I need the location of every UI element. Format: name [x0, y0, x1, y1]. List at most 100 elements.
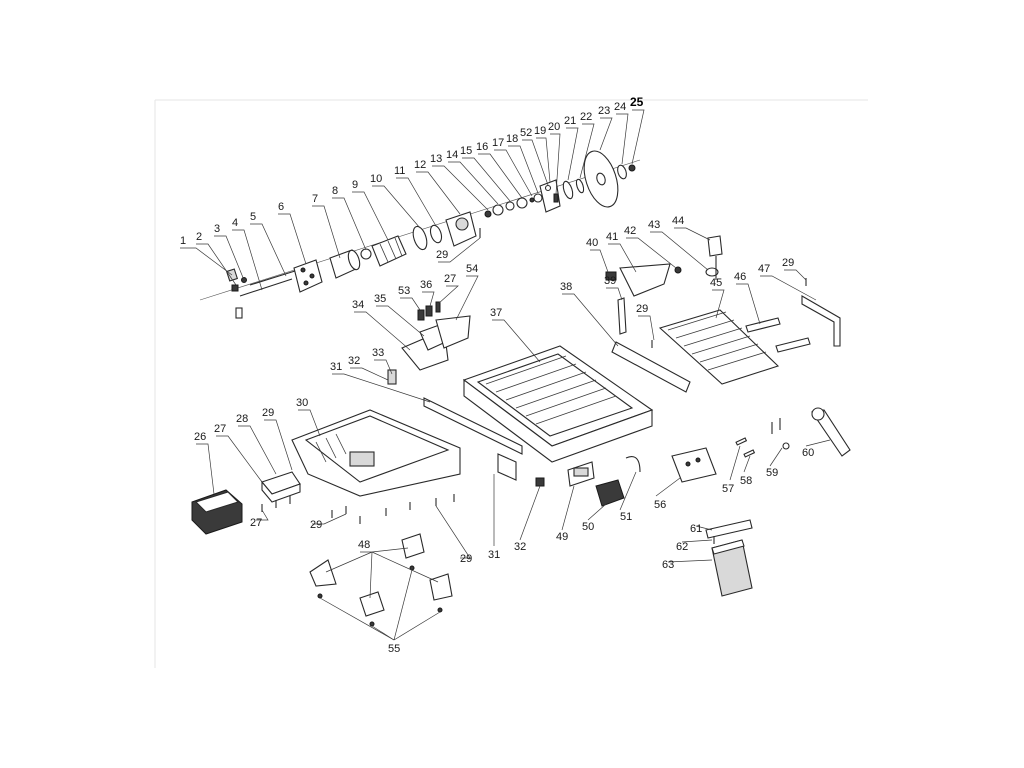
leader-46	[736, 283, 761, 325]
leader-29-top	[438, 237, 481, 263]
part-48-foot-left	[309, 559, 337, 587]
leader-44	[674, 227, 711, 241]
part-9-armature	[371, 235, 407, 267]
part-10-fan	[412, 225, 428, 251]
leader-11	[396, 177, 437, 227]
callout-55: 55	[388, 643, 400, 655]
leader-9	[352, 191, 389, 241]
leader-55c	[393, 569, 413, 641]
leader-41	[608, 243, 637, 273]
callout-9: 9	[352, 179, 358, 191]
part-31-angle-rail-side	[497, 453, 517, 481]
part-6-hole-c	[303, 280, 309, 286]
base-tray	[291, 409, 461, 497]
part-54-blade-cover	[435, 315, 471, 349]
part-33-adjuster	[387, 369, 397, 385]
part-24-outer-flange	[617, 164, 627, 180]
callout-51: 51	[620, 511, 632, 523]
table-rib-2	[495, 363, 577, 393]
leader-39	[606, 287, 623, 301]
part-18-inner-flange	[533, 193, 543, 203]
leader-34	[354, 311, 411, 351]
callout-15: 15	[460, 145, 472, 157]
table-rib-3	[505, 371, 587, 401]
part-37-table-skirt	[463, 378, 653, 463]
leader-57	[729, 445, 741, 481]
leader-61	[695, 525, 713, 531]
callout-38: 38	[560, 281, 572, 293]
callout-29-battery: 29	[262, 407, 274, 419]
part-21-flange	[562, 180, 574, 200]
callout-28: 28	[236, 413, 248, 425]
tray-rib-2	[325, 437, 337, 459]
callout-8: 8	[332, 185, 338, 197]
slide-rib-3	[683, 327, 743, 347]
leader-55d	[393, 611, 441, 641]
part-32-bracket	[535, 477, 545, 487]
part-43-washer	[705, 267, 719, 277]
leader-48b	[371, 547, 409, 553]
electrical-group	[567, 447, 717, 507]
leader-42	[626, 237, 677, 269]
callout-17: 17	[492, 137, 504, 149]
callout-27-guard: 27	[444, 273, 456, 285]
leader-38	[562, 293, 619, 347]
leader-29-left	[264, 419, 293, 471]
callout-24: 24	[614, 101, 626, 113]
leader-26	[196, 443, 215, 495]
leader-52	[522, 139, 549, 186]
part-42-knob	[674, 266, 682, 274]
work-table	[462, 345, 654, 463]
part-1-brush-cap-lower	[231, 284, 239, 292]
leader-60	[805, 439, 831, 447]
callout-52: 52	[520, 127, 532, 139]
callout-32-low: 32	[514, 541, 526, 553]
leader-23	[599, 117, 613, 151]
callout-42: 42	[624, 225, 636, 237]
callout-46: 46	[734, 271, 746, 283]
callout-21: 21	[564, 115, 576, 127]
leader-6	[278, 213, 307, 265]
part-56-component-a	[685, 461, 691, 467]
leader-33	[374, 359, 393, 375]
leader-48	[325, 551, 373, 573]
callout-7: 7	[312, 193, 318, 205]
callout-60: 60	[802, 447, 814, 459]
slide-rib-2	[675, 319, 735, 339]
callout-62: 62	[676, 541, 688, 553]
leader-21	[566, 127, 579, 181]
callout-44: 44	[672, 215, 684, 227]
callout-39: 39	[604, 275, 616, 287]
part-13-washer	[484, 210, 492, 218]
callout-12: 12	[414, 159, 426, 171]
leader-40	[590, 249, 609, 273]
feet-group	[309, 533, 453, 627]
part-58-pin	[743, 449, 756, 458]
part-16-spindle-flange	[516, 197, 528, 209]
callout-13: 13	[430, 153, 442, 165]
callout-14: 14	[446, 149, 458, 161]
guide-group	[605, 235, 723, 297]
part-49-switch-window	[573, 467, 589, 477]
leader-53	[400, 297, 421, 311]
leader-27-top	[437, 285, 459, 305]
leader-32-top	[350, 367, 389, 381]
callout-29-low: 29	[310, 519, 322, 531]
part-55-screw-4	[437, 607, 443, 613]
leader-45	[712, 289, 725, 319]
part-30-tray-inner	[304, 415, 450, 483]
callout-27-low: 27	[250, 517, 262, 529]
part-31-angle-rail	[423, 397, 523, 455]
leader-48d	[371, 551, 439, 583]
slide-rib-4	[691, 335, 751, 355]
leader-28	[238, 425, 277, 475]
leader-32-bot	[519, 485, 541, 541]
part-48-foot-right	[429, 573, 453, 601]
part-60-wrench-ring	[811, 407, 825, 421]
rail-assembly	[423, 397, 545, 487]
small-parts-group	[735, 407, 851, 458]
part-28-mount-base	[261, 480, 301, 503]
callout-48: 48	[358, 539, 370, 551]
part-9-winding-2	[387, 240, 397, 260]
part-40-clamp	[605, 271, 617, 281]
